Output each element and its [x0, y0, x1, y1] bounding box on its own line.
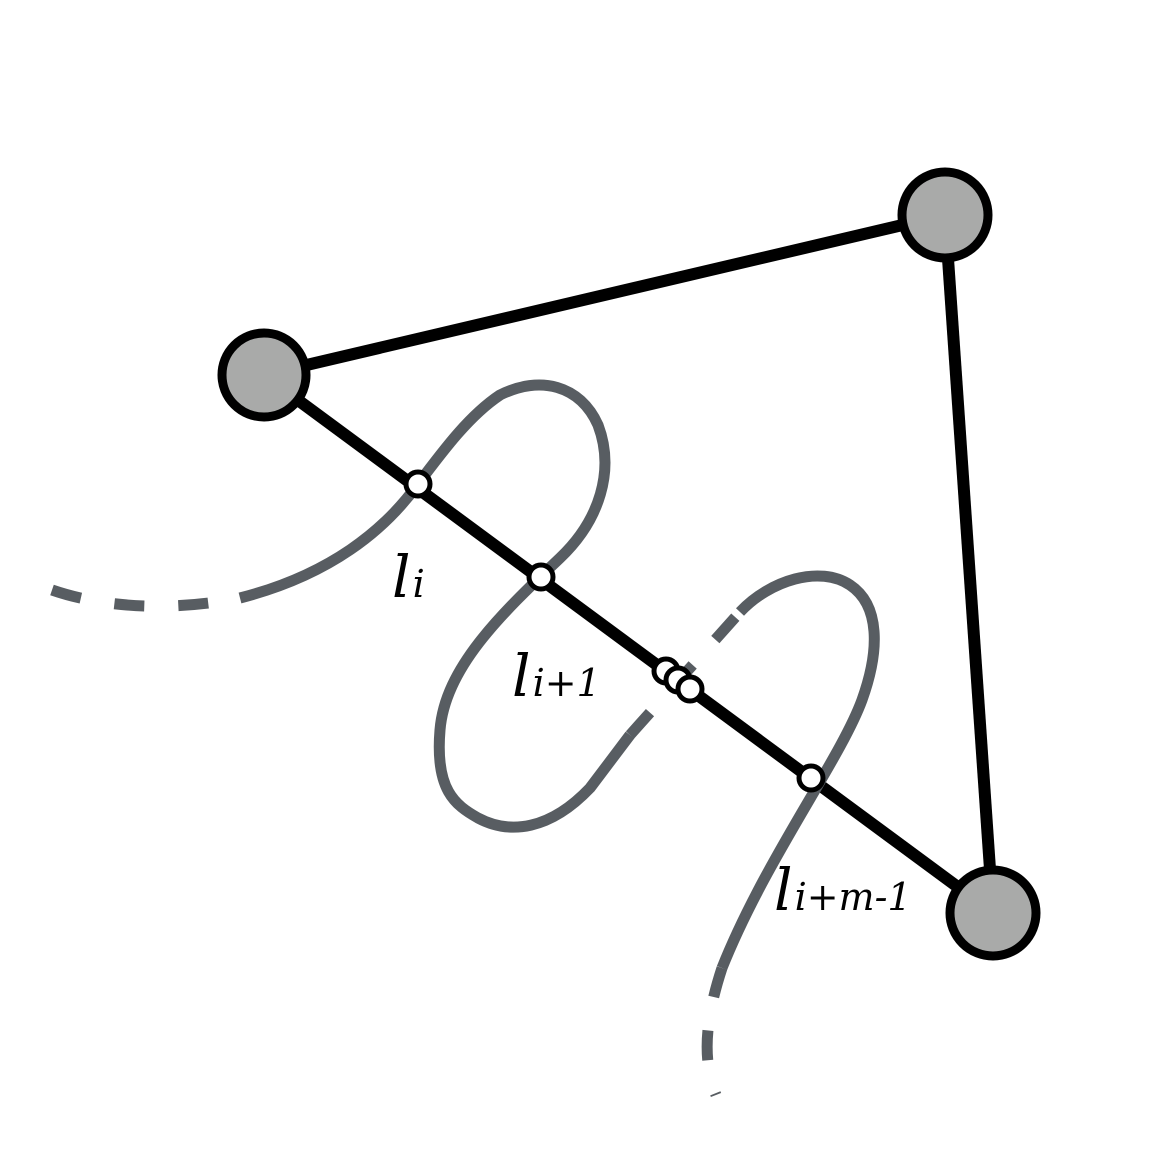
- vertex-left: [217, 328, 311, 422]
- crossing-point-i: [403, 469, 433, 499]
- curve-bottom-tail-dashed: [701, 966, 728, 1098]
- vertex-top-right: [897, 167, 993, 263]
- vertex-bottom-right: [945, 865, 1041, 961]
- edge-right: [939, 214, 999, 914]
- crossing-point-i-plus-m-minus-1: [796, 763, 826, 793]
- label-l-i-plus-1: li+1: [512, 642, 601, 710]
- edge-diagonal: [260, 370, 997, 918]
- edge-top: [262, 209, 947, 381]
- curve-left-tail-dashed: [50, 584, 242, 612]
- label-l-i-plus-m-minus-1: li+m-1: [774, 856, 912, 924]
- crossing-point-i-plus-1: [526, 562, 556, 592]
- crossing-point-cluster: [675, 674, 705, 704]
- label-l-i: li: [392, 543, 425, 611]
- curve-loop-second: [716, 570, 880, 971]
